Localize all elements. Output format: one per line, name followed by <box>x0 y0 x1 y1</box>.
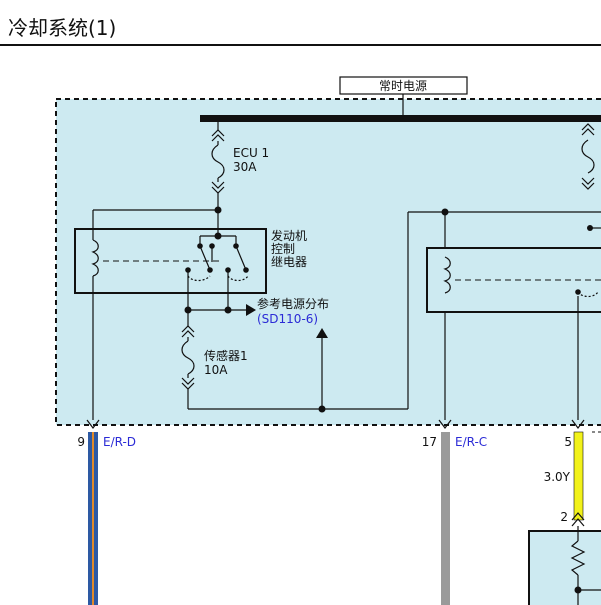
wire-yellow <box>573 431 584 521</box>
connector-pin-5: 5 <box>564 435 572 449</box>
power-source-label: 常时电源 <box>379 79 427 93</box>
wire-blue-orange <box>88 432 98 605</box>
relay-coil-icon <box>91 239 99 277</box>
lower-component-box <box>528 530 601 605</box>
power-busbar <box>200 115 601 122</box>
relay-label-line1: 发动机 <box>271 228 307 243</box>
resistor-icon <box>570 540 586 576</box>
fuse-sensor1-icon <box>181 325 195 409</box>
fuse-ecu1-name: ECU 1 <box>233 146 269 160</box>
power-distribution-box <box>55 98 601 426</box>
connector-pin-17: 17 <box>422 435 437 449</box>
connector-pin-9: 9 <box>77 435 85 449</box>
up-arrow-icon <box>316 328 328 338</box>
right-relay-box <box>426 247 601 313</box>
reference-label: 参考电源分布 <box>257 296 329 311</box>
fuse-sensor1-name: 传感器1 <box>204 348 248 363</box>
relay-label-line2: 控制 <box>271 242 295 256</box>
connector-code-erc[interactable]: E/R-C <box>455 435 487 449</box>
reference-link[interactable]: (SD110-6) <box>257 312 318 326</box>
page-title-bar: 冷却系统(1) <box>0 0 601 46</box>
fuse-sensor1-rating: 10A <box>204 363 228 377</box>
right-relay-coil-icon <box>443 256 451 294</box>
right-fuse-icon <box>581 123 595 190</box>
wire-size-label: 3.0Y <box>544 470 571 484</box>
relay-label-line3: 继电器 <box>271 255 307 269</box>
page-title: 冷却系统(1) <box>8 16 117 40</box>
connector-code-erd[interactable]: E/R-D <box>103 435 136 449</box>
connector-pin-2: 2 <box>560 510 568 524</box>
reference-arrow-icon <box>246 304 256 316</box>
fuse-ecu1-rating: 30A <box>233 160 257 174</box>
wire-gray <box>441 432 450 605</box>
fuse-ecu1-icon <box>211 122 225 210</box>
engine-control-relay-box <box>74 228 267 294</box>
